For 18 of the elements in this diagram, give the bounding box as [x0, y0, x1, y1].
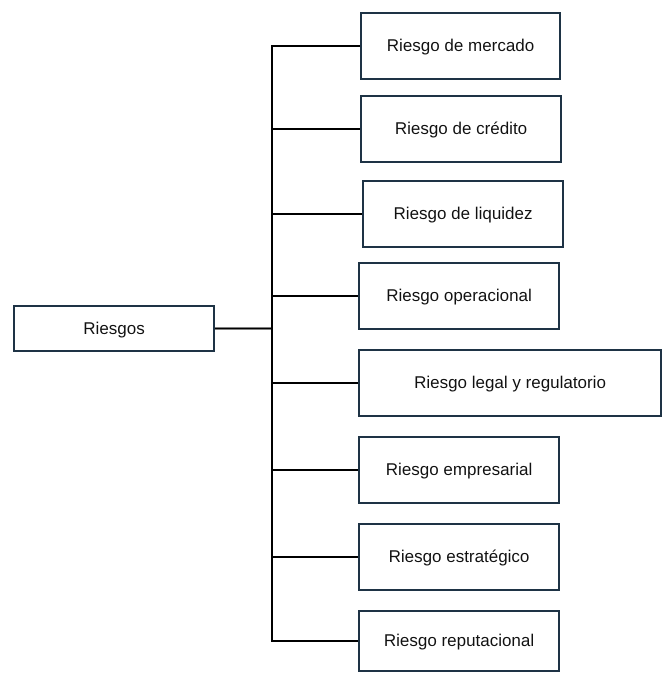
category-box: [362, 180, 564, 248]
box-label: Riesgos: [83, 318, 145, 338]
category-box: [358, 523, 560, 591]
box-label: Riesgo operacional: [386, 286, 532, 306]
box-label: Riesgo estratégico: [388, 547, 530, 567]
box-label: Riesgo de liquidez: [394, 204, 532, 224]
box-label: Riesgo empresarial: [386, 460, 532, 480]
category-box: [358, 262, 560, 330]
root-box: [13, 305, 215, 352]
category-box: [360, 12, 561, 80]
category-box: [358, 436, 560, 504]
box-label: Riesgo de mercado: [386, 36, 534, 56]
box-label: Riesgo reputacional: [384, 631, 534, 651]
category-box: [358, 610, 560, 672]
category-box: [358, 349, 662, 417]
category-box: [360, 95, 562, 163]
box-label: Riesgo legal y regulatorio: [414, 373, 606, 393]
box-label: Riesgo de crédito: [394, 119, 528, 139]
